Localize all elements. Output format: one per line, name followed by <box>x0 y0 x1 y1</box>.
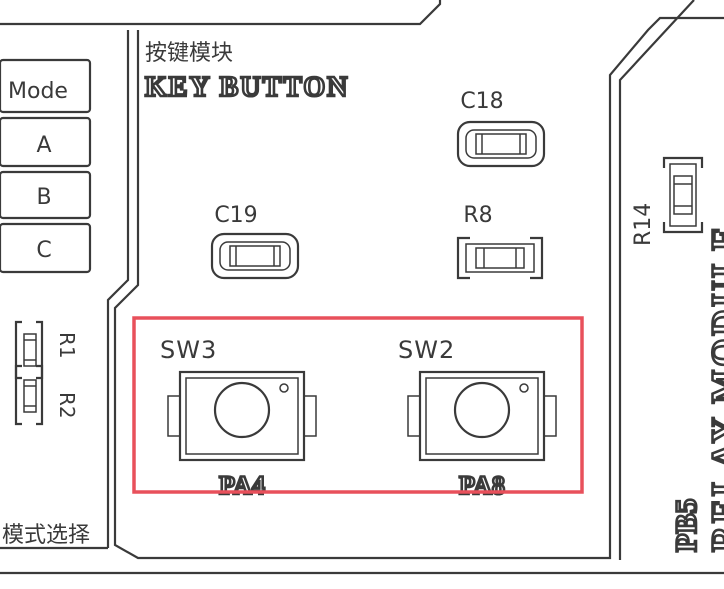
switch-sw2-pin: PA8 <box>459 471 505 500</box>
mode-option-b-box <box>0 170 92 220</box>
key-section-border <box>113 16 724 560</box>
switches-highlight-box <box>132 316 584 494</box>
switch-sw3-footprint[interactable] <box>167 370 317 462</box>
relay-section-border <box>618 0 695 560</box>
resistor-r2-label: R2 <box>55 392 79 419</box>
mode-option-a-box <box>0 116 92 168</box>
mode-header-box <box>0 58 92 114</box>
left-section-border <box>106 30 130 548</box>
module-title-en: KEY BUTTON <box>145 72 349 103</box>
mode-option-c-label: C <box>36 238 51 263</box>
relay-pin-label: PB5 <box>670 499 703 552</box>
switch-sw2-ref: SW2 <box>398 336 455 364</box>
resistor-r2-footprint <box>14 364 44 426</box>
switch-sw3-ref: SW3 <box>160 336 217 364</box>
resistor-r1-footprint <box>14 320 44 380</box>
resistor-r8-label: R8 <box>463 203 492 228</box>
capacitor-c18-label: C18 <box>460 89 503 114</box>
capacitor-c18-footprint <box>456 120 546 168</box>
switch-sw3-button[interactable] <box>213 381 271 439</box>
mode-option-c-box <box>0 222 92 274</box>
switch-sw2-button[interactable] <box>453 381 511 439</box>
mode-header-label: Mode <box>8 79 68 104</box>
resistor-r1-label: R1 <box>55 332 79 359</box>
mode-option-b-label: B <box>36 185 51 210</box>
top-outline <box>0 0 442 26</box>
relay-module-title: RELAY MODULE <box>704 224 724 552</box>
switch-sw2-footprint[interactable] <box>407 370 557 462</box>
mode-option-a-label: A <box>36 133 51 158</box>
section-outlines <box>0 0 724 575</box>
module-title-cn: 按键模块 <box>145 41 233 66</box>
resistor-r14-footprint <box>662 156 704 234</box>
mode-panel: Mode A B C R1 R2 模式选择 <box>0 58 92 548</box>
resistor-r8-footprint <box>456 236 544 280</box>
resistor-r14-label: R14 <box>631 203 656 246</box>
capacitor-c19-label: C19 <box>214 203 257 228</box>
switch-sw3-pin: PA4 <box>219 471 265 500</box>
mode-select-label: 模式选择 <box>2 523 90 548</box>
capacitor-c19-footprint <box>210 232 300 280</box>
